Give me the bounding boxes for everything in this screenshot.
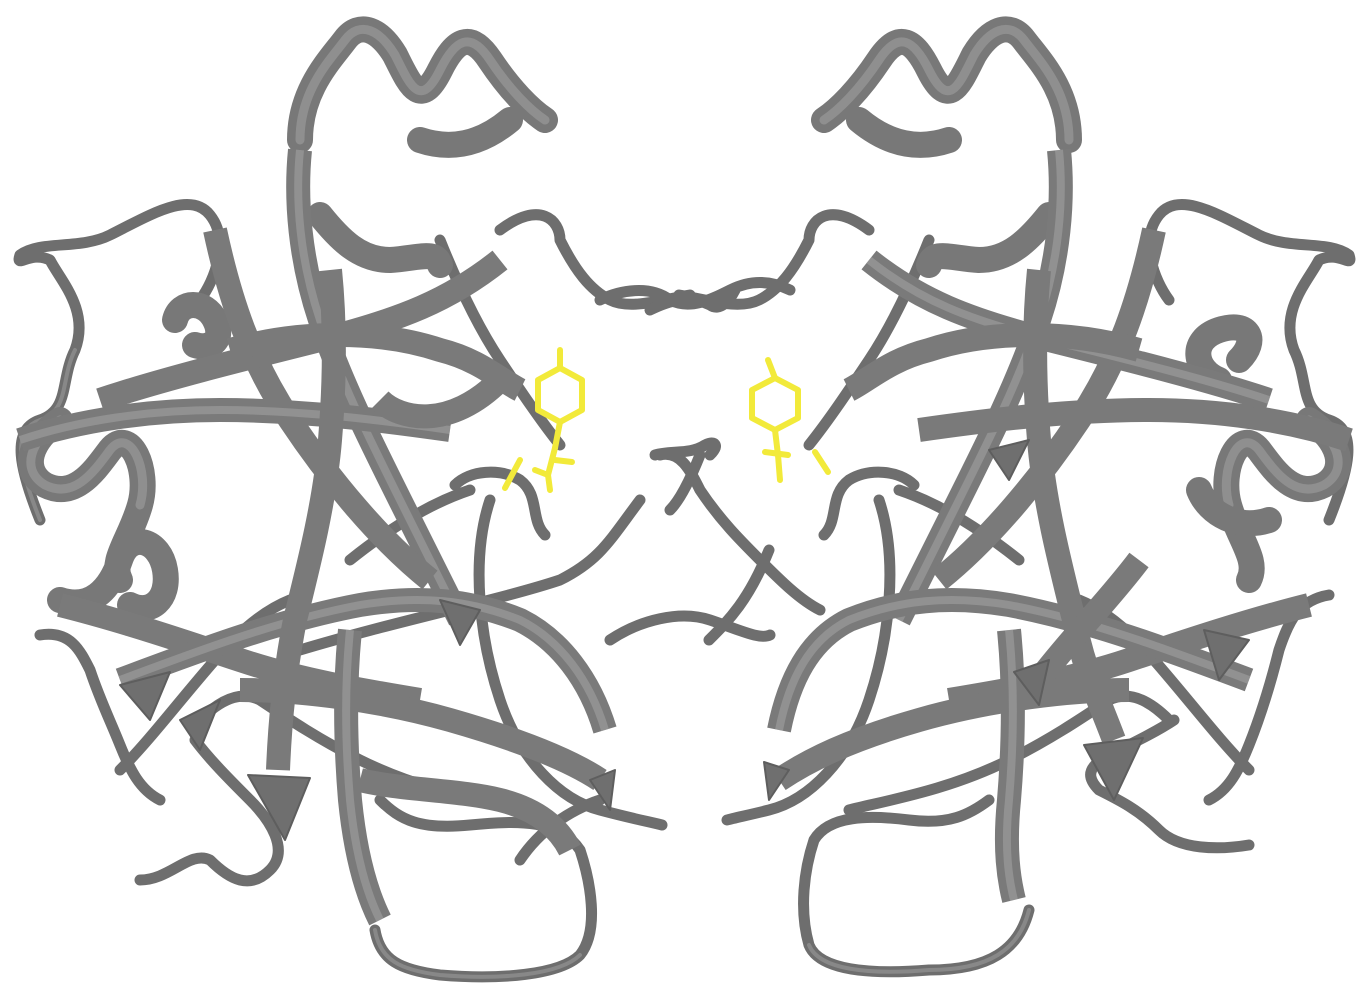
helices-right — [811, 16, 1352, 593]
sheet-arrows-right — [763, 439, 1250, 801]
helices-left — [17, 16, 558, 622]
monomer-left — [13, 16, 826, 983]
ligand-right — [749, 357, 831, 483]
ligand-left — [502, 347, 585, 493]
sheets-right — [767, 148, 1353, 903]
monomer-right — [673, 16, 1356, 978]
sheets-left — [16, 148, 617, 926]
sheet-arrows-left — [119, 599, 616, 841]
interface-coils — [594, 277, 796, 516]
